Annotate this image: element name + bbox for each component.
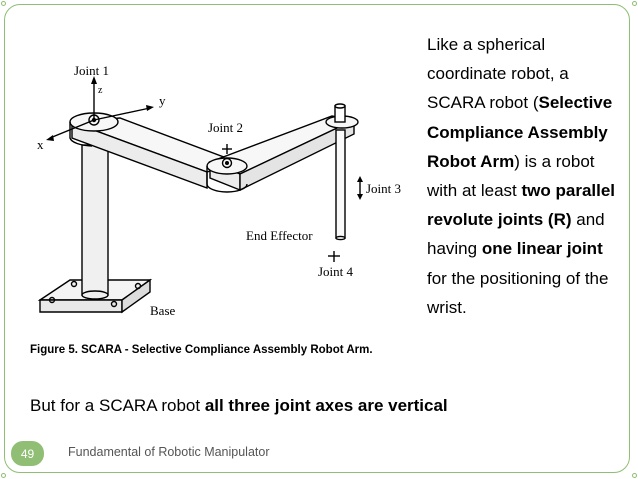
description-text: for the positioning of the wrist.: [427, 268, 609, 317]
bottom-note: But for a SCARA robot all three joint ax…: [30, 396, 448, 416]
axis-z-label: z: [98, 85, 103, 96]
corner-dot: [632, 473, 637, 478]
scara-robot-drawing: [37, 76, 363, 314]
axis-x-label: x: [37, 137, 44, 152]
joint4-label: Joint 4: [318, 264, 354, 279]
page-number: 49: [20, 446, 35, 461]
figure-caption: Figure 5. SCARA - Selective Compliance A…: [30, 344, 373, 356]
description-bold: one linear joint: [481, 239, 603, 259]
footer-title: Fundamental of Robotic Manipulator: [68, 445, 270, 459]
base-label: Base: [150, 303, 176, 318]
joint2-label: Joint 2: [208, 120, 244, 135]
scara-description: Like a spherical coordinate robot, a SCA…: [427, 30, 617, 322]
joint3-label: Joint 3: [366, 181, 402, 196]
description-text: ) is a robot with at least: [427, 151, 595, 201]
description-text: and having: [427, 210, 605, 259]
page-number-badge: 49: [11, 441, 44, 466]
joint1-label: Joint 1: [74, 63, 110, 78]
description-bold: two parallel revolute joints (R): [427, 181, 616, 230]
bottom-note-bold: all three joint axes are vertical: [204, 396, 448, 415]
corner-dot: [1, 1, 6, 6]
axis-y-label: y: [159, 93, 166, 108]
end-effector-label: End Effector: [246, 228, 313, 243]
bottom-note-text: But for a SCARA robot: [30, 396, 205, 415]
description-text: Like a spherical coordinate robot, a SCA…: [427, 35, 569, 113]
scara-figure: Joint 1 z y x Joint 2 Joint 3 End Effect…: [22, 50, 426, 360]
description-bold: Selective Compliance Assembly Robot Arm: [427, 93, 613, 171]
corner-dot: [1, 473, 6, 478]
corner-dot: [632, 1, 637, 6]
